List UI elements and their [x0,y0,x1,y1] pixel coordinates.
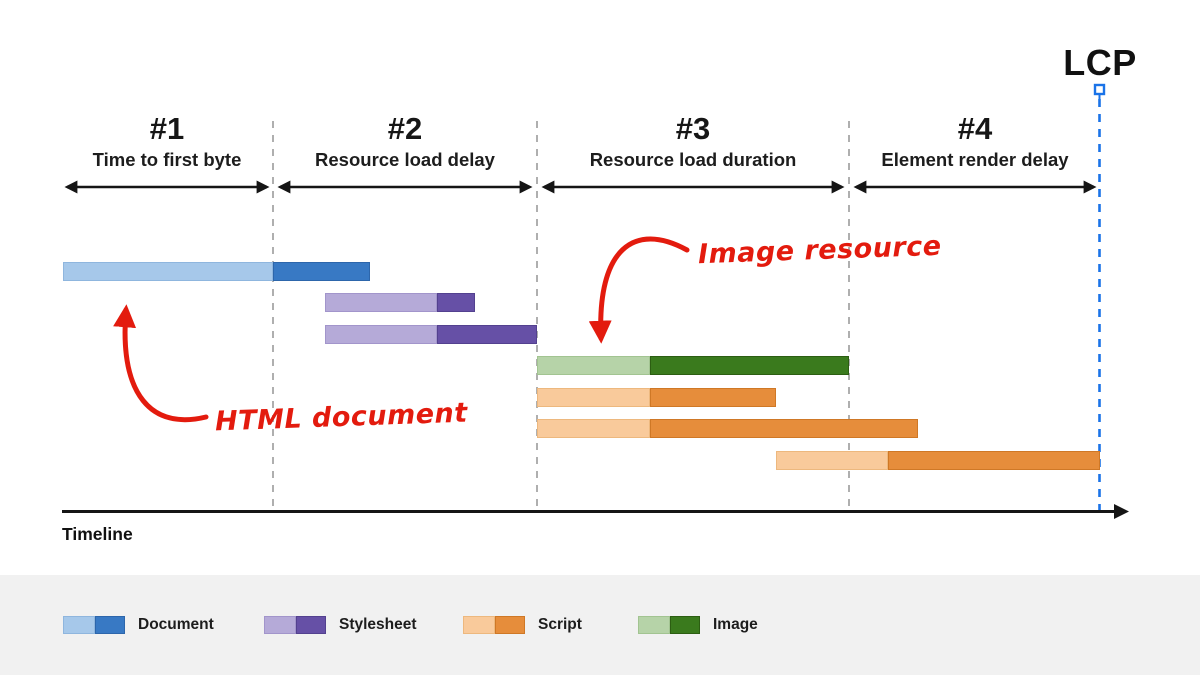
bar-stylesheet-2-dark-segment [437,293,475,312]
legend-swatch-document [63,616,125,634]
legend-swatch-document-dark [95,616,125,634]
legend-label-stylesheet: Stylesheet [339,616,417,633]
lcp-title: LCP [1063,42,1137,83]
legend-label-script: Script [538,616,582,633]
phase-2-number: #2 [387,111,423,146]
legend-swatch-document-light [63,616,95,634]
bar-stylesheet-3-light-segment [325,325,437,344]
legend-label-document: Document [138,616,214,633]
legend-swatch-image-dark [670,616,700,634]
annotation-arrow-html-document [113,304,209,423]
legend-swatch-stylesheet-light [264,616,296,634]
phase-2-label: Resource load delay [315,149,495,170]
bar-document-1-dark-segment [273,262,370,281]
legend-item-image: Image [638,616,758,634]
phase-3-number: #3 [675,111,711,146]
legend-item-script: Script [463,616,582,634]
legend-item-document: Document [63,616,214,634]
lcp-marker-icon [1093,83,1106,96]
legend-item-stylesheet: Stylesheet [264,616,417,634]
phase-1-number: #1 [149,111,185,146]
legend-swatch-image [638,616,700,634]
legend-swatch-script [463,616,525,634]
phase-4-label: Element render delay [881,149,1069,170]
bar-stylesheet-3-dark-segment [437,325,537,344]
legend-swatch-script-light [463,616,495,634]
bar-image-4-dark-segment [650,356,849,375]
phase-4-number: #4 [957,111,993,146]
legend-swatch-script-dark [495,616,525,634]
phase-3-label: Resource load duration [589,149,797,170]
annotation-arrow-image-resource [588,236,690,344]
bar-script-5-light-segment [537,388,650,407]
legend-swatch-stylesheet-dark [296,616,326,634]
bar-script-6-dark-segment [650,419,918,438]
bar-stylesheet-2-light-segment [325,293,437,312]
legend-label-image: Image [713,616,758,633]
bar-script-6-light-segment [537,419,650,438]
legend-swatch-image-light [638,616,670,634]
bar-script-7-dark-segment [888,451,1100,470]
timeline-label: Timeline [62,524,133,544]
legend-band [0,575,1200,675]
bar-script-5-dark-segment [650,388,776,407]
bar-document-1-light-segment [63,262,273,281]
legend-swatch-stylesheet [264,616,326,634]
bar-script-7-light-segment [776,451,888,470]
bar-image-4-light-segment [537,356,650,375]
phase-1-label: Time to first byte [92,149,242,170]
